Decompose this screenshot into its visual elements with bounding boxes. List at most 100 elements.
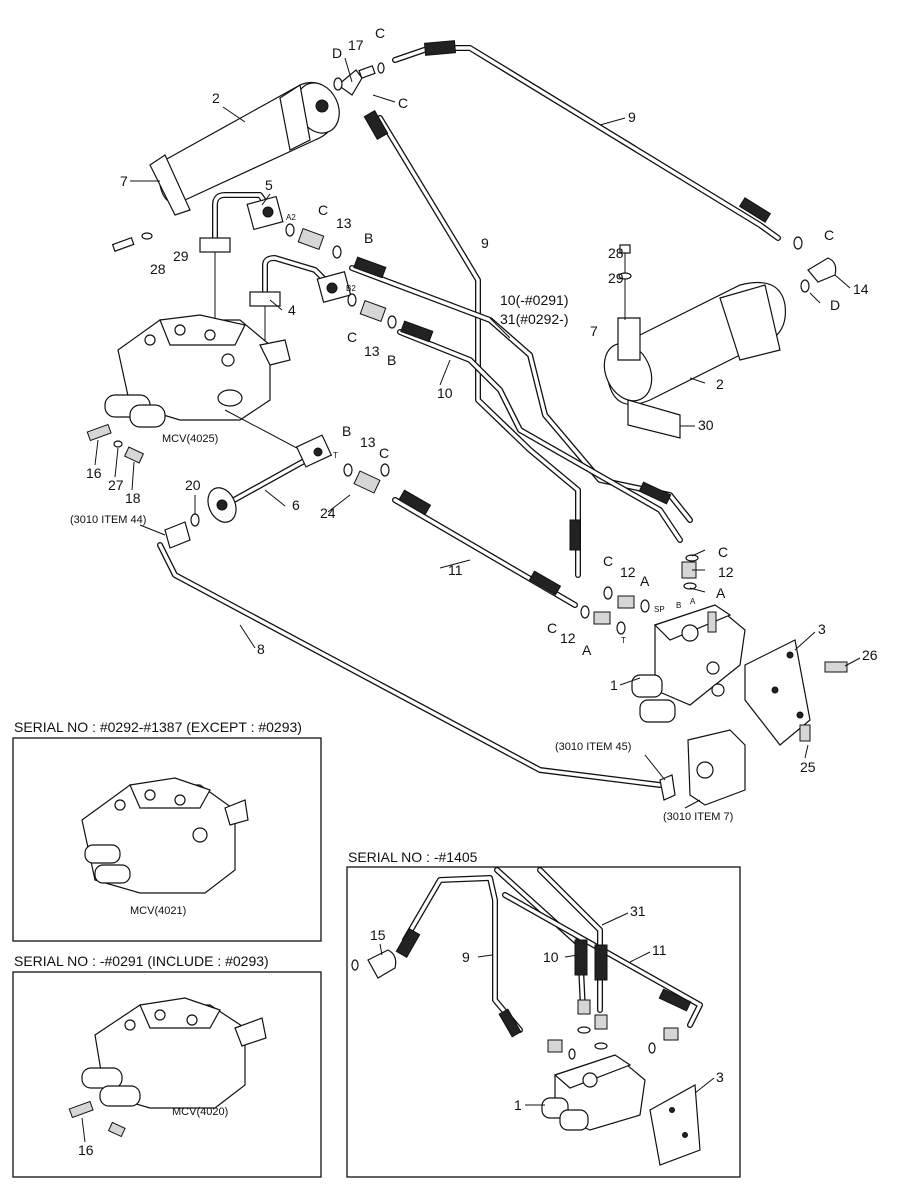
inset-bl-caption: MCV(4020) (172, 1106, 228, 1118)
label-12: 12 (560, 630, 576, 646)
fitting-14 (807, 257, 837, 283)
label-3010-44: (3010 ITEM 44) (70, 514, 146, 526)
label-26: 26 (862, 647, 878, 663)
label-28: 28 (608, 245, 624, 261)
label-C: C (375, 25, 385, 41)
inset-bl-frame (12, 971, 322, 1178)
inset-tl-caption: MCV(4021) (130, 905, 186, 917)
mcv-4021 (81, 777, 249, 894)
leader-lines (94, 57, 861, 809)
tube-6 (207, 409, 333, 523)
bolt-28-left (111, 232, 153, 252)
label-C: C (718, 544, 728, 560)
label-C: C (347, 329, 357, 345)
label-C: C (398, 95, 408, 111)
label-10-31a: 10(-#0291) (500, 292, 569, 308)
label-8: 8 (257, 641, 265, 657)
label-A: A (690, 597, 696, 606)
hose-fittings (353, 40, 772, 596)
callout-label: 1 (514, 1097, 522, 1113)
mcv-4025 (104, 314, 291, 428)
plate-3 (744, 639, 848, 746)
label-1: 1 (610, 677, 618, 693)
label-A2: A2 (286, 213, 296, 222)
label-C: C (547, 620, 557, 636)
mcv-4020 (68, 997, 267, 1138)
label-7: 7 (590, 323, 598, 339)
label-A: A (716, 585, 726, 601)
callout-label: 31 (630, 903, 646, 919)
inset-tl-header: SERIAL NO : #0292-#1387 (EXCEPT : #0293) (14, 719, 302, 735)
label-3: 3 (818, 621, 826, 637)
inset-br-fitting-15 (351, 949, 397, 979)
o-rings (190, 62, 810, 635)
inset-br-hoses (395, 867, 703, 1060)
label-18: 18 (125, 490, 141, 506)
label-12: 12 (620, 564, 636, 580)
label-B: B (387, 352, 396, 368)
label-9: 9 (481, 235, 489, 251)
label-25: 25 (800, 759, 816, 775)
hose-8 (157, 542, 663, 788)
cylinder-2-upper (130, 81, 340, 216)
label-5: 5 (265, 177, 273, 193)
label-T: T (621, 636, 626, 645)
label-B: B (676, 601, 681, 610)
label-T: T (333, 451, 338, 460)
label-D: D (332, 45, 342, 61)
label-11: 11 (448, 562, 463, 578)
label-9: 9 (628, 109, 636, 125)
label-7: 7 (120, 173, 128, 189)
label-2: 2 (716, 376, 724, 392)
inset-br-header: SERIAL NO : -#1405 (348, 849, 478, 865)
label-13: 13 (360, 434, 376, 450)
inset-tl-frame (12, 737, 322, 942)
tube-4 (249, 255, 352, 307)
fitting-17 (337, 65, 376, 96)
hose-9 (377, 45, 781, 578)
callout-label: 15 (370, 927, 386, 943)
callout-label: 3 (716, 1069, 724, 1085)
fitting-13-lower (353, 470, 381, 494)
label-16: 16 (86, 465, 102, 481)
inset-br-callouts: 15 9 10 11 31 1 3 (370, 903, 724, 1113)
fitting-16-27-18 (86, 423, 145, 464)
label-10: 10 (437, 385, 453, 401)
bolt-28-right (618, 244, 632, 280)
valve-block-1 (631, 604, 746, 723)
label-13: 13 (364, 343, 380, 359)
inset-bl-callout-16: 16 (78, 1142, 94, 1158)
fitting-13-upper (297, 228, 325, 250)
inset-br-frame (346, 866, 741, 1178)
inset-br-valve-1 (541, 1054, 646, 1131)
label-13: 13 (336, 215, 352, 231)
label-12: 12 (718, 564, 734, 580)
cylinder-2-right (603, 255, 787, 439)
label-10-31b: 31(#0292-) (500, 311, 569, 327)
label-29: 29 (173, 248, 189, 264)
label-3010-45: (3010 ITEM 45) (555, 741, 631, 753)
label-mcv-4025: MCV(4025) (162, 433, 218, 445)
fitting-13-mid (359, 300, 387, 322)
block-3010-item7 (659, 729, 746, 806)
label-29: 29 (608, 270, 624, 286)
label-B: B (342, 423, 351, 439)
label-D: D (830, 297, 840, 313)
label-C: C (318, 202, 328, 218)
callout-label: 11 (652, 942, 667, 958)
label-20: 20 (185, 477, 201, 493)
label-B2: B2 (346, 284, 356, 293)
main-callouts: 2 7 D 17 C C 9 5 A2 C 13 B 9 28 29 4 B2 … (70, 25, 878, 823)
inset-bl-header: SERIAL NO : -#0291 (INCLUDE : #0293) (14, 953, 269, 969)
label-30: 30 (698, 417, 714, 433)
label-14: 14 (853, 281, 869, 297)
label-27: 27 (108, 477, 124, 493)
label-6: 6 (292, 497, 300, 513)
flange-3010-44 (164, 521, 191, 549)
label-17: 17 (348, 37, 364, 53)
label-C: C (379, 445, 389, 461)
inset-br-plate-3 (649, 1084, 701, 1166)
label-SP: SP (654, 605, 665, 614)
callout-label: 10 (543, 949, 559, 965)
